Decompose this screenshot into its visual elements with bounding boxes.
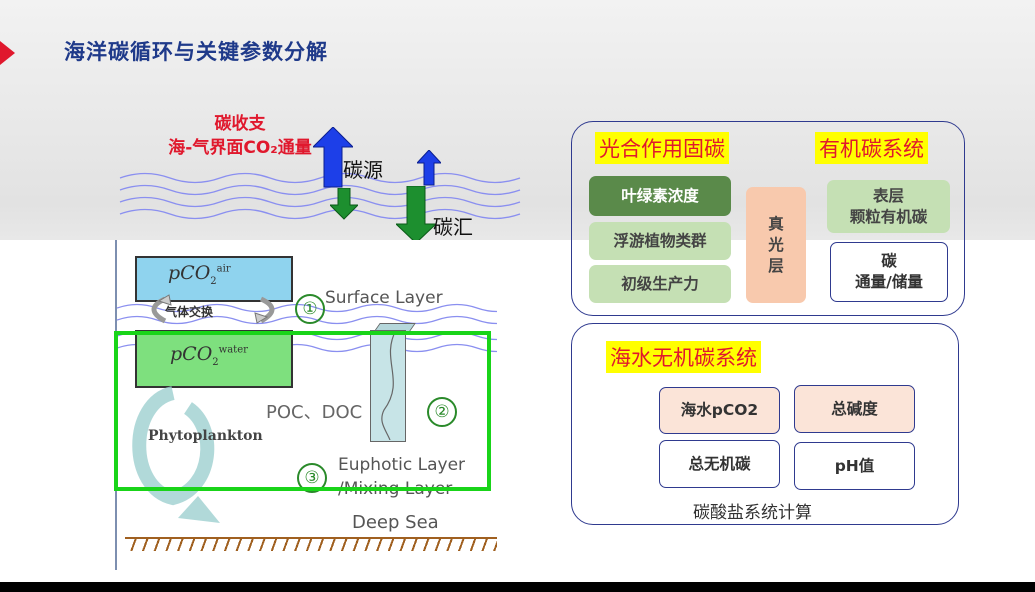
co2-source-arrow-small bbox=[417, 150, 441, 186]
phytoplankton-label: Phytoplankton bbox=[148, 428, 263, 444]
surface-poc-line2: 颗粒有机碳 bbox=[849, 207, 928, 226]
layer-number-3: ③ bbox=[297, 463, 327, 493]
dic-box: 总无机碳 bbox=[659, 440, 780, 488]
phytoplankton-group: 浮游植物类群 bbox=[589, 222, 731, 260]
settling-column-curve bbox=[381, 330, 397, 440]
surface-layer-label: Surface Layer bbox=[325, 288, 443, 308]
carbon-budget-title: 碳收支 bbox=[214, 114, 266, 134]
air-sea-flux-label: 海-气界面CO₂通量 bbox=[168, 138, 312, 158]
layer-number-2: ② bbox=[427, 397, 457, 427]
seabed-hatching bbox=[125, 537, 497, 551]
co2-source-arrow-large bbox=[313, 127, 353, 188]
inorganic-carbon-title: 海水无机碳系统 bbox=[606, 341, 761, 373]
pco2-water-sup: water bbox=[218, 344, 248, 356]
carbon-sink-label: 碳汇 bbox=[433, 215, 473, 239]
gas-exchange-label: 气体交换 bbox=[165, 305, 214, 319]
pco2-air-label: pCO2air bbox=[168, 262, 231, 287]
surface-poc-line1: 表层 bbox=[872, 186, 904, 205]
ph-value-box: pH值 bbox=[794, 442, 915, 490]
carbon-flux-line1: 碳 bbox=[881, 252, 897, 270]
co2-sink-arrow-large bbox=[396, 186, 436, 244]
chlorophyll-concentration: 叶绿素浓度 bbox=[589, 176, 731, 216]
organic-carbon-panel bbox=[571, 121, 965, 316]
layer-number-1: ① bbox=[295, 294, 325, 324]
carbon-flux-line2: 通量/储量 bbox=[855, 273, 923, 291]
carbon-flux-storage-box: 碳 通量/储量 bbox=[830, 242, 948, 302]
photosynthesis-title: 光合作用固碳 bbox=[595, 132, 729, 164]
gas-exchange-arrows bbox=[151, 294, 275, 324]
pco2-water-text: pCO bbox=[170, 343, 213, 365]
total-alkalinity-box: 总碱度 bbox=[794, 385, 915, 433]
inorganic-carbon-panel bbox=[571, 323, 959, 525]
carbon-source-label: 碳源 bbox=[343, 158, 383, 182]
poc-doc-label: POC、DOC bbox=[266, 402, 363, 423]
pco2-air-sup: air bbox=[216, 263, 231, 275]
phytoplankton-cycle-arrow bbox=[132, 386, 220, 523]
pco2-air-text: pCO bbox=[168, 262, 211, 284]
euphotic-highlight-box bbox=[114, 331, 491, 491]
slide-title: 海洋碳循环与关键参数分解 bbox=[64, 40, 328, 64]
air-pco2-box bbox=[135, 256, 293, 302]
primary-productivity: 初级生产力 bbox=[589, 265, 731, 303]
euphotic-layer-text: Euphotic Layer bbox=[338, 455, 466, 475]
pco2-water-label: pCO2water bbox=[170, 343, 248, 368]
co2-sink-arrow-small bbox=[330, 188, 358, 220]
deep-sea-label: Deep Sea bbox=[352, 512, 439, 533]
red-triangle-marker bbox=[0, 41, 15, 65]
carbon-budget-label: 碳收支 海-气界面CO₂通量 bbox=[140, 112, 340, 160]
surface-poc-box: 表层 颗粒有机碳 bbox=[827, 180, 950, 233]
settling-column bbox=[370, 330, 406, 442]
pco2-water-sub: 2 bbox=[212, 356, 219, 368]
pco2-air-sub: 2 bbox=[210, 275, 217, 287]
euphotic-layer-box: 真 光 层 bbox=[746, 187, 806, 303]
carbonate-system-calc-label: 碳酸盐系统计算 bbox=[693, 503, 812, 523]
organic-carbon-title: 有机碳系统 bbox=[815, 132, 928, 164]
seawater-pco2-box: 海水pCO2 bbox=[659, 387, 780, 434]
